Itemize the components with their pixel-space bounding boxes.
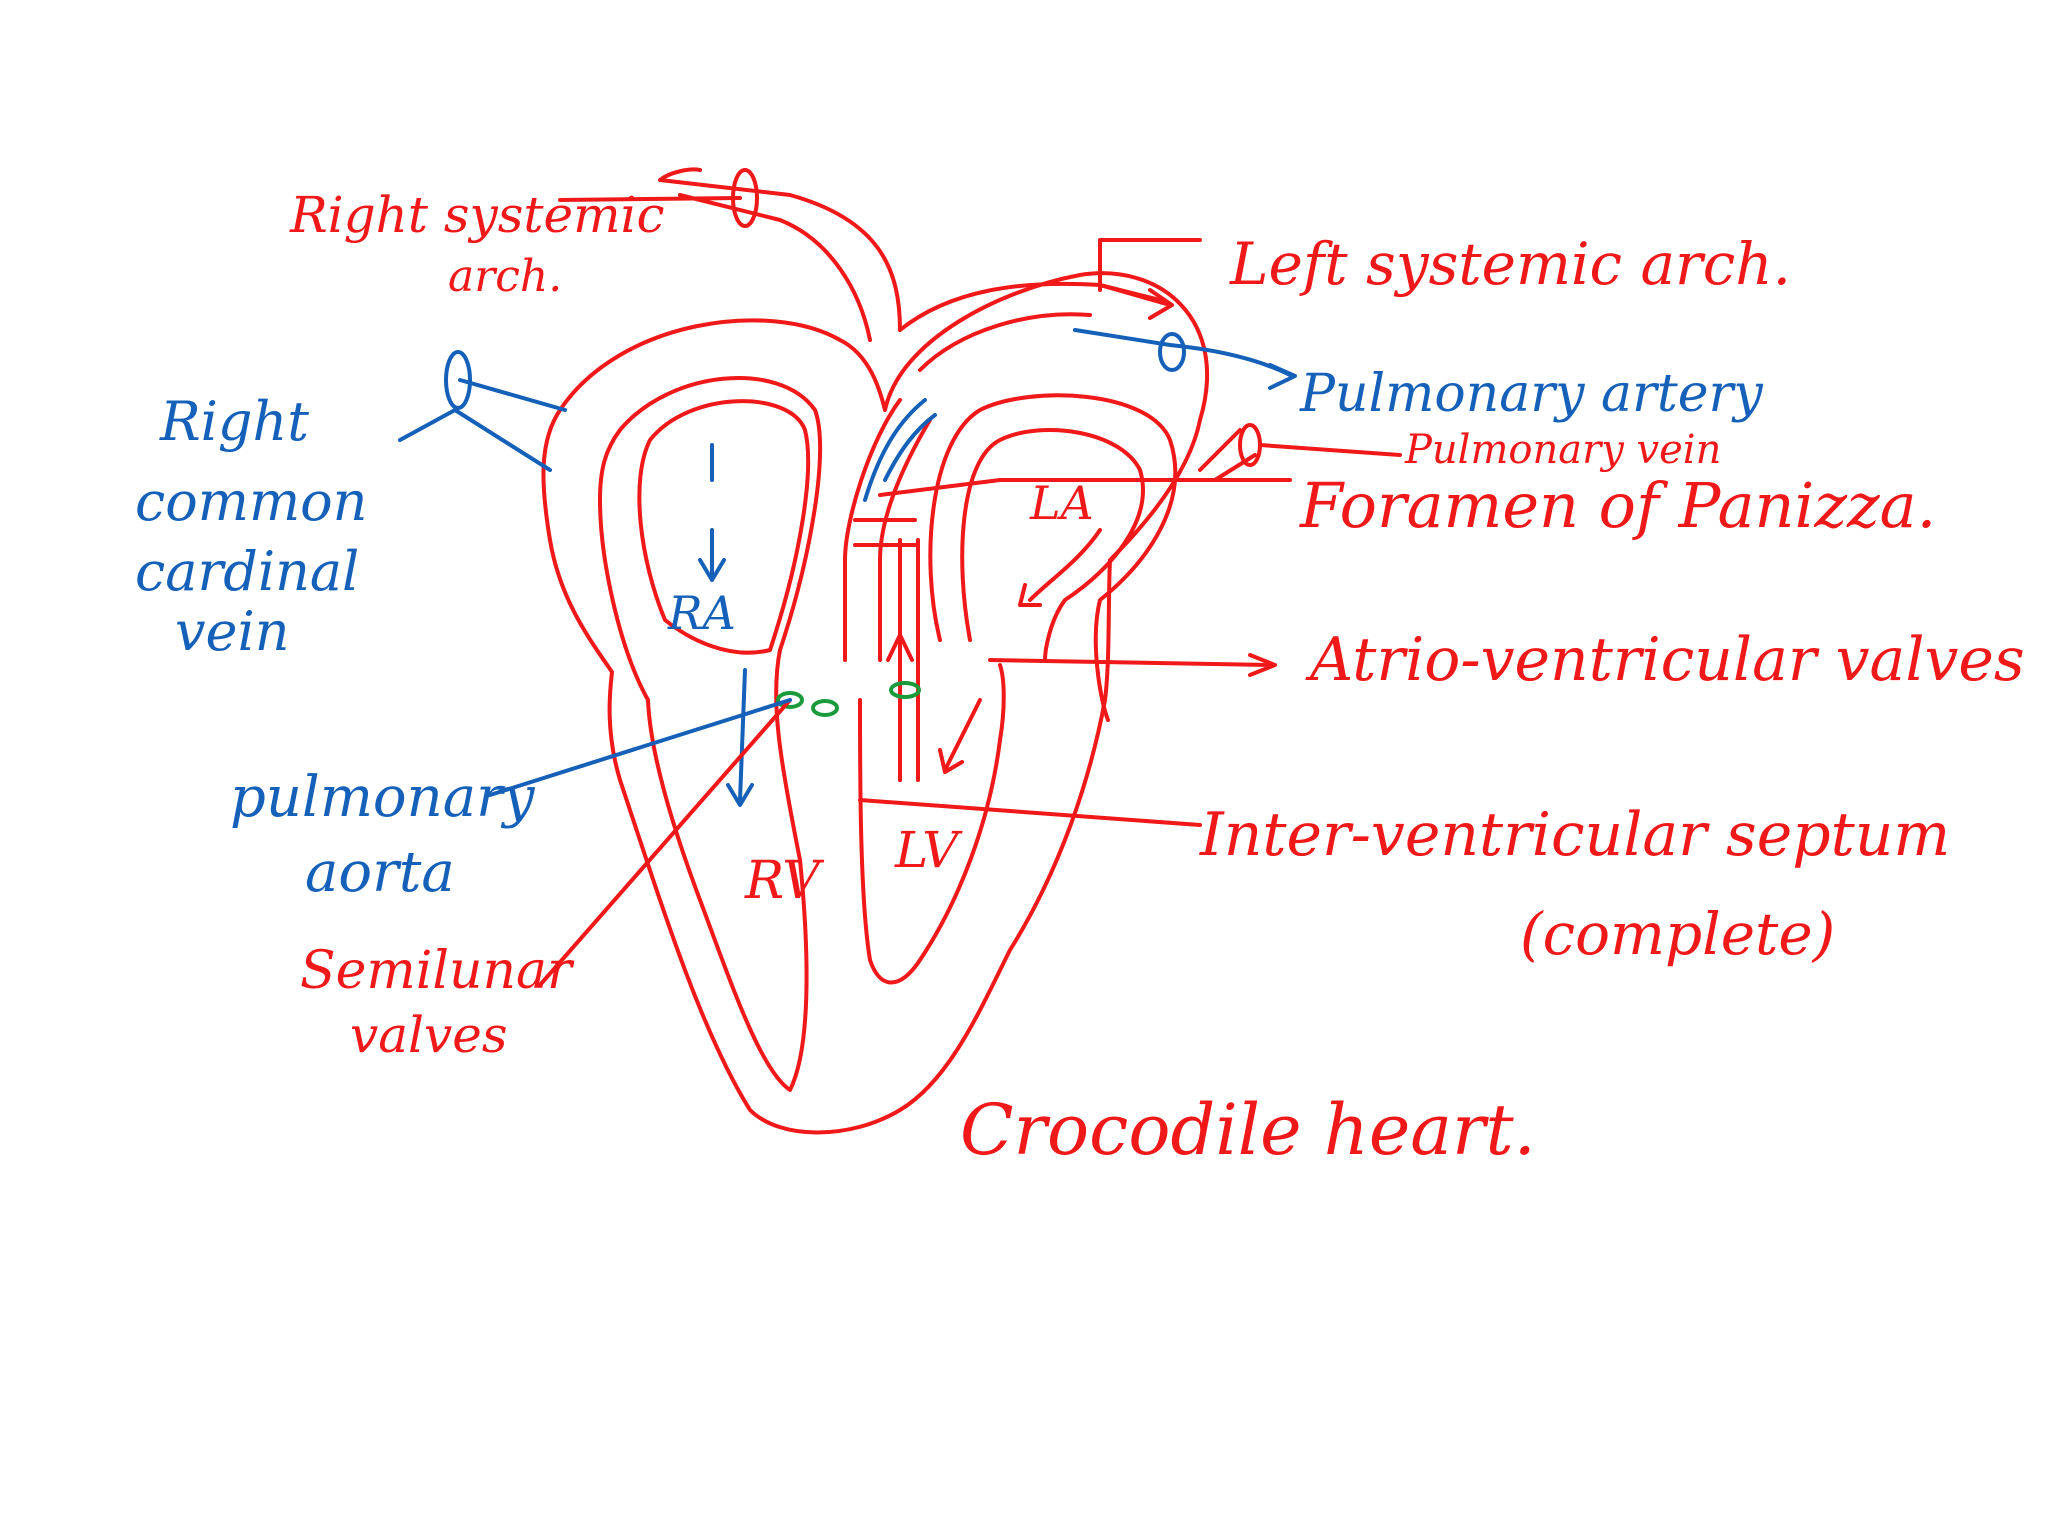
label-right-systemic-arch: Right systemic bbox=[290, 186, 665, 244]
heart-outer-wall bbox=[541, 271, 1210, 1135]
label-right-common-cardinal-vein-2: common bbox=[135, 470, 368, 533]
leader-septum bbox=[858, 798, 1202, 827]
label-pulmonary-vein: Pulmonary vein bbox=[1405, 427, 1722, 473]
right-atrium-cavity bbox=[637, 399, 811, 655]
label-left-systemic-arch: Left systemic arch. bbox=[1230, 230, 1792, 298]
label-right-common-cardinal-vein-3: cardinal bbox=[135, 540, 360, 603]
label-inter-ventricular-septum: Inter-ventricular septum bbox=[1200, 800, 1951, 870]
heart-inner-wall bbox=[598, 375, 823, 1092]
right-common-cardinal-vein-vessel bbox=[398, 378, 567, 472]
label-foramen-of-panizza: Foramen of Panizza. bbox=[1300, 469, 1937, 542]
leader-right-systemic-arch bbox=[558, 196, 742, 202]
label-right-common-cardinal-vein-1: Right bbox=[160, 390, 309, 453]
pulmonary-trunk bbox=[863, 398, 937, 502]
rv-flow-arrow bbox=[726, 668, 754, 807]
label-semilunar-valves-1: Semilunar bbox=[300, 941, 572, 1001]
label-right-common-cardinal-vein-4: vein bbox=[175, 600, 290, 663]
semilunar-valve-1 bbox=[776, 691, 804, 709]
label-pulmonary-artery: Pulmonary artery bbox=[1300, 364, 1763, 424]
lv-outflow-arrow bbox=[938, 698, 982, 774]
right-systemic-arch-vessel bbox=[658, 167, 902, 342]
atrio-ventricular-valve bbox=[889, 681, 921, 699]
label-right-systemic-arch-2: arch. bbox=[448, 251, 563, 302]
pulmonary-artery-vessel bbox=[1073, 328, 1297, 390]
label-rv: RV bbox=[745, 851, 820, 911]
leader-pulmonary-aorta bbox=[488, 698, 792, 797]
diagram-title: Crocodile heart. bbox=[960, 1089, 1536, 1171]
left-systemic-arch-vessel bbox=[898, 281, 1162, 372]
left-atrium-inner bbox=[960, 428, 1145, 662]
la-flow-arrow bbox=[1018, 528, 1102, 607]
left-systemic-arch-arrow bbox=[1098, 283, 1174, 320]
label-la: LA bbox=[1030, 476, 1094, 530]
leader-left-systemic-arch bbox=[1098, 238, 1202, 292]
label-ra: RA bbox=[668, 586, 736, 640]
interatrial-septum bbox=[843, 398, 932, 662]
leader-av-valves bbox=[988, 653, 1277, 677]
septum-bar bbox=[853, 518, 920, 782]
semilunar-valve-2 bbox=[811, 699, 839, 717]
label-pulmonary-aorta-2: aorta bbox=[305, 840, 455, 905]
label-semilunar-valves-2: valves bbox=[350, 1006, 508, 1064]
pulmonary-vein-vessel bbox=[1198, 428, 1257, 482]
left-atrium-outer bbox=[928, 393, 1178, 722]
label-complete: (complete) bbox=[1520, 900, 1836, 968]
left-ventricle-wall bbox=[858, 663, 1006, 985]
leader-foramen-of-panizza bbox=[878, 478, 1292, 497]
label-atrio-ventricular-valves: Atrio-ventricular valves bbox=[1310, 625, 2025, 695]
leader-semilunar-valves bbox=[538, 698, 792, 987]
leader-pulmonary-vein bbox=[1258, 443, 1402, 457]
lv-flow-arrow bbox=[886, 633, 914, 782]
ra-flow-arrow bbox=[698, 443, 726, 582]
label-pulmonary-aorta-1: pulmonary bbox=[230, 765, 535, 830]
label-lv: LV bbox=[895, 821, 959, 879]
pulmonary-artery-cut bbox=[1158, 332, 1186, 372]
cardinal-vein-cut bbox=[444, 350, 472, 410]
